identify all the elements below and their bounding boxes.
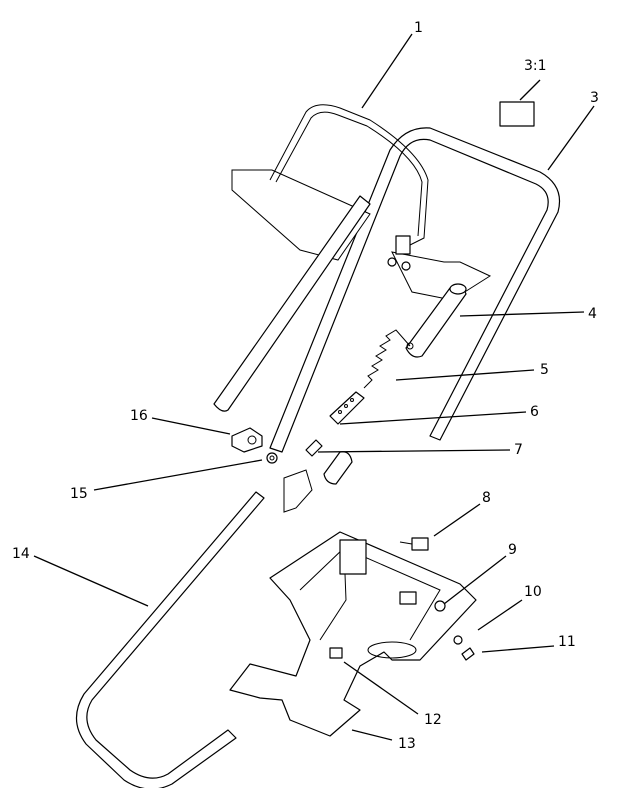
callout-10: 10 [524,584,542,600]
callout-15: 15 [70,486,88,502]
callout-1: 1 [414,20,423,36]
leader-6 [339,411,527,425]
small-plane [283,469,313,513]
leader-10 [477,599,523,631]
base-plate-part [229,531,477,737]
main-frame-part [75,491,265,788]
leader-3 [547,105,595,171]
callout-13: 13 [398,736,416,752]
callout-16: 16 [130,408,148,424]
leader-5 [395,369,535,381]
callout-14: 14 [12,546,30,562]
callout-3-1: 3:1 [524,58,547,74]
bail-cable-part [269,104,429,247]
callout-3: 3 [590,90,599,106]
plate-part [329,391,365,425]
leader-16 [151,417,231,435]
leader-3-1 [519,79,541,101]
pin-part [329,647,343,659]
cable-bracket-part [395,235,411,255]
upper-handle-part [269,127,561,453]
callout-11: 11 [558,634,576,650]
leader-13 [351,729,393,741]
callout-9: 9 [508,542,517,558]
leader-11 [481,645,555,653]
leader-4 [459,311,585,317]
callout-5: 5 [540,362,549,378]
nut-part [434,600,446,612]
cap-screw-part [461,647,475,661]
leader-14 [33,555,149,607]
handle-tube-part [213,195,371,412]
lever-part [231,427,263,453]
callout-4: 4 [588,306,597,322]
key-part [305,439,323,457]
leader-15 [93,459,263,491]
decal-part [499,101,535,127]
spring-part [363,329,414,389]
callout-7: 7 [514,442,523,458]
lock-washer-part [453,635,463,645]
washer-part [266,452,278,464]
callout-8: 8 [482,490,491,506]
leader-9 [443,555,507,605]
bracket-plane [391,251,492,301]
leader-7 [317,449,511,453]
lower-tube-stub-part [323,451,353,485]
bolt-part [399,537,429,551]
leader-1 [361,33,413,109]
callout-12: 12 [424,712,442,728]
callout-6: 6 [530,404,539,420]
leader-8 [433,503,481,537]
leader-12 [343,661,419,715]
